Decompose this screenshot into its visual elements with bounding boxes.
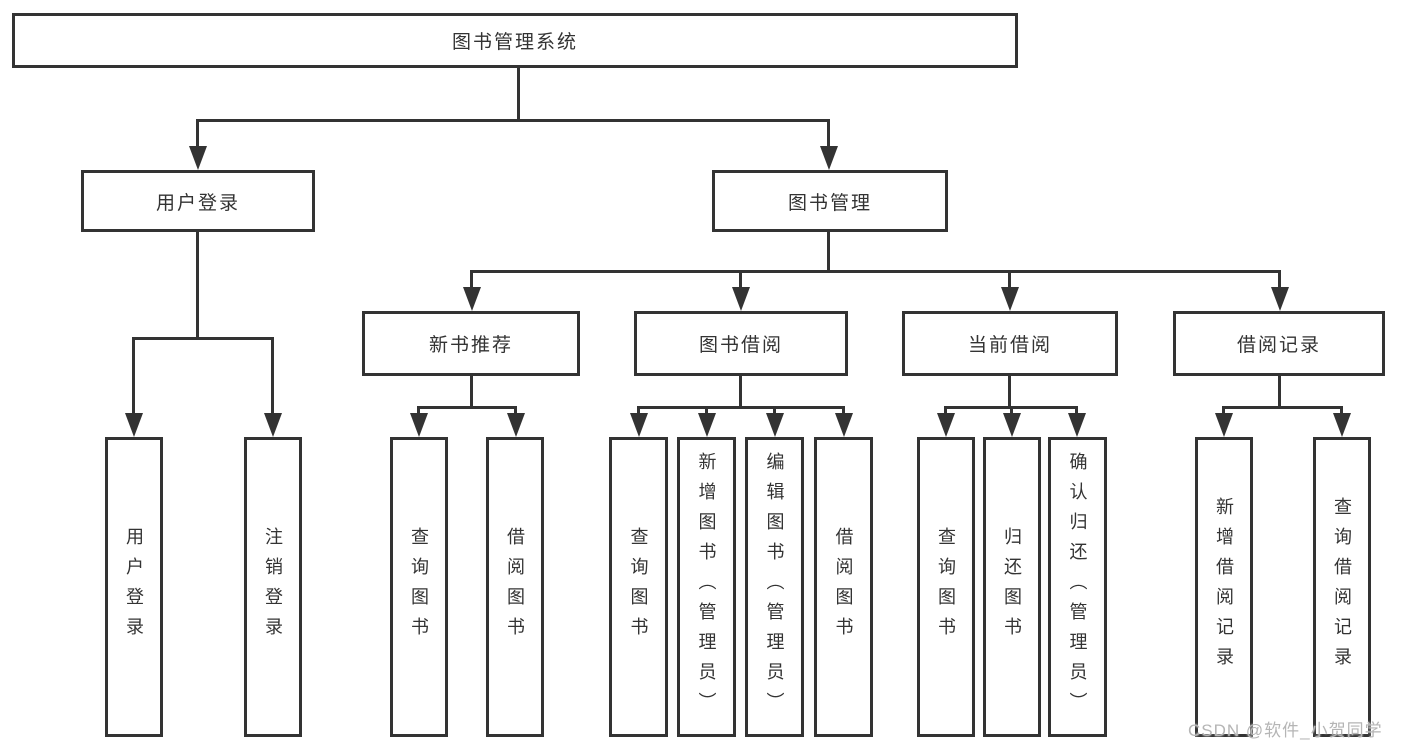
connector-drop (842, 406, 845, 415)
connector-records-stem (1278, 376, 1281, 409)
leaf-return-books: 归还图书 (983, 437, 1041, 737)
node-new-book-recommend-label: 新书推荐 (428, 335, 513, 356)
connector-drop (1340, 406, 1343, 415)
leaf-add-borrow-record: 新增借阅记录 (1195, 437, 1253, 737)
leaf-label: 新增图书（管理员） (696, 452, 717, 722)
connector-drop (1010, 406, 1013, 415)
leaf-user-login-label: 用户登录 (124, 527, 144, 647)
leaf-logout: 注销登录 (244, 437, 302, 737)
connector-root-stem (517, 68, 520, 121)
leaf-label: 确认归还（管理员） (1067, 452, 1088, 722)
connector-borrowing-rail (637, 406, 845, 409)
arrow-down-icon (264, 413, 282, 437)
connector-drop (417, 406, 420, 415)
connector-drop-records (1278, 270, 1281, 287)
arrow-down-icon (937, 413, 955, 437)
arrow-down-icon (1068, 413, 1086, 437)
connector-level3-rail (470, 270, 1281, 273)
connector-borrowing-stem (739, 376, 742, 409)
connector-drop (705, 406, 708, 415)
leaf-label: 编辑图书（管理员） (764, 452, 785, 722)
leaf-add-books-admin: 新增图书（管理员） (677, 437, 736, 737)
arrow-down-icon (766, 413, 784, 437)
leaf-query-borrow-record: 查询借阅记录 (1313, 437, 1371, 737)
arrow-down-icon (630, 413, 648, 437)
csdn-watermark: CSDN @软件_小贺同学 (1188, 721, 1383, 740)
connector-drop (944, 406, 947, 415)
arrow-down-icon (1333, 413, 1351, 437)
node-book-management-label: 图书管理 (787, 192, 872, 214)
node-new-book-recommend: 新书推荐 (362, 311, 580, 376)
connector-recommend-stem (470, 376, 473, 409)
arrow-down-icon (1003, 413, 1021, 437)
leaf-label: 查询图书 (409, 527, 429, 647)
connector-drop-login-leaf (132, 337, 135, 413)
node-borrowing-records: 借阅记录 (1173, 311, 1385, 376)
node-root-label: 图书管理系统 (451, 32, 578, 53)
node-user-login-label: 用户登录 (155, 192, 240, 214)
arrow-down-icon (125, 413, 143, 437)
arrow-down-icon (507, 413, 525, 437)
arrow-down-icon (698, 413, 716, 437)
leaf-current-query-books: 查询图书 (917, 437, 975, 737)
connector-user-login-rail (132, 337, 274, 340)
connector-drop-borrowing (739, 270, 742, 287)
leaf-label: 查询图书 (936, 527, 956, 647)
arrow-down-icon (1271, 287, 1289, 311)
connector-drop (637, 406, 640, 415)
connector-drop-current (1008, 270, 1011, 287)
connector-drop-book-mgmt (827, 119, 830, 148)
leaf-label: 借阅图书 (505, 527, 525, 647)
connector-current-stem (1008, 376, 1011, 409)
leaf-label: 查询图书 (628, 527, 649, 647)
connector-level2-rail (196, 119, 830, 122)
leaf-borrowing-borrow-books: 借阅图书 (814, 437, 873, 737)
leaf-user-login: 用户登录 (105, 437, 163, 737)
connector-drop (514, 406, 517, 415)
leaf-edit-books-admin: 编辑图书（管理员） (745, 437, 804, 737)
arrow-down-icon (835, 413, 853, 437)
leaf-label: 新增借阅记录 (1214, 497, 1234, 677)
node-book-borrowing: 图书借阅 (634, 311, 848, 376)
connector-recommend-rail (417, 406, 517, 409)
arrow-down-icon (820, 146, 838, 170)
connector-drop (1222, 406, 1225, 415)
leaf-borrowing-query-books: 查询图书 (609, 437, 668, 737)
connector-drop (773, 406, 776, 415)
leaf-logout-label: 注销登录 (263, 527, 283, 647)
leaf-confirm-return-admin: 确认归还（管理员） (1048, 437, 1107, 737)
connector-drop-new-books (470, 270, 473, 287)
leaf-recommend-borrow-books: 借阅图书 (486, 437, 544, 737)
arrow-down-icon (1215, 413, 1233, 437)
connector-drop-user-login (196, 119, 199, 148)
node-book-borrowing-label: 图书借阅 (698, 335, 783, 356)
arrow-down-icon (732, 287, 750, 311)
node-user-login: 用户登录 (81, 170, 315, 232)
connector-book-mgmt-stem (827, 232, 830, 270)
node-borrowing-records-label: 借阅记录 (1236, 335, 1321, 356)
connector-records-rail (1222, 406, 1343, 409)
arrow-down-icon (463, 287, 481, 311)
node-current-borrowing: 当前借阅 (902, 311, 1118, 376)
node-root: 图书管理系统 (12, 13, 1018, 68)
connector-user-login-stem (196, 232, 199, 337)
leaf-label: 查询借阅记录 (1332, 497, 1352, 677)
node-current-borrowing-label: 当前借阅 (967, 335, 1052, 356)
leaf-label: 归还图书 (1002, 527, 1022, 647)
leaf-recommend-query-books: 查询图书 (390, 437, 448, 737)
arrow-down-icon (410, 413, 428, 437)
leaf-label: 借阅图书 (833, 527, 854, 647)
connector-drop-logout-leaf (271, 337, 274, 413)
arrow-down-icon (189, 146, 207, 170)
arrow-down-icon (1001, 287, 1019, 311)
connector-drop (1075, 406, 1078, 415)
node-book-management: 图书管理 (712, 170, 948, 232)
